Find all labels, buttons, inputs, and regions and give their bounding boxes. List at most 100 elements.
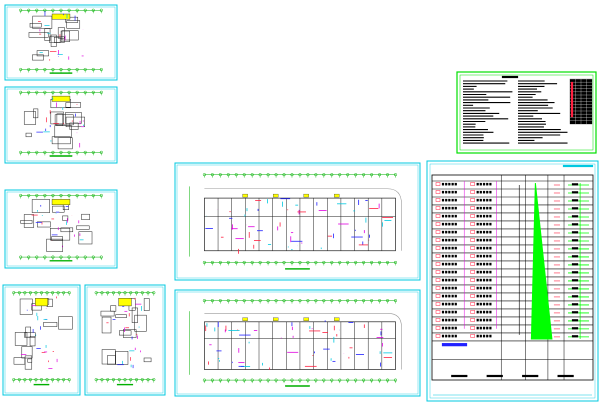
label-block [448, 182, 451, 186]
sheet-riser-diagram [426, 160, 599, 402]
label-block [448, 302, 451, 306]
label-block [486, 230, 489, 234]
label-block [486, 318, 489, 322]
stair-core-highlight [51, 13, 71, 20]
sheet-inner-frame [6, 88, 116, 162]
label-block [441, 270, 445, 274]
room-wall [101, 316, 112, 334]
label-block [482, 222, 486, 226]
room-wall [23, 111, 37, 125]
label-block [482, 334, 486, 338]
label-block [489, 334, 492, 338]
meter-box [470, 278, 475, 282]
label-block [454, 238, 457, 242]
stair-core-highlight [35, 298, 48, 307]
label-block [441, 182, 445, 186]
label-block [482, 182, 486, 186]
label-block [454, 222, 457, 226]
label-block [489, 302, 492, 306]
label-block [476, 182, 479, 186]
room-wall [43, 322, 58, 327]
label-block [441, 310, 445, 314]
meter-box [435, 222, 441, 226]
label-block [479, 302, 482, 306]
sheet-inner-frame [6, 191, 116, 267]
sheet-inner-frame [429, 163, 596, 399]
label-block [489, 206, 492, 210]
drawing-title-bar [116, 383, 134, 386]
label-block [482, 310, 486, 314]
label-block [448, 286, 451, 290]
room-wall [50, 111, 64, 125]
riser-label [571, 223, 579, 226]
label-block [445, 326, 448, 330]
label-block [479, 334, 482, 338]
label-block [448, 334, 451, 338]
label-block [441, 238, 445, 242]
meter-box [435, 214, 441, 218]
label-block [489, 246, 492, 250]
label-block [445, 206, 448, 210]
column-caption [557, 374, 574, 378]
label-block [445, 318, 448, 322]
riser-label [571, 247, 579, 250]
stair-core-highlight [51, 199, 71, 206]
label-block [448, 222, 451, 226]
label-block [441, 222, 445, 226]
column-caption [451, 374, 468, 378]
label-block [451, 190, 454, 194]
label-block [476, 294, 479, 298]
meter-box [470, 198, 475, 202]
room-wall [27, 358, 33, 363]
label-block [445, 246, 448, 250]
label-block [486, 294, 489, 298]
sheet-floor-plan-1 [4, 4, 118, 81]
label-block [479, 246, 482, 250]
room-wall [32, 15, 53, 29]
meter-box [470, 254, 475, 258]
label-block [454, 198, 457, 202]
label-block [476, 310, 479, 314]
label-block [486, 278, 489, 282]
riser-label [571, 239, 579, 242]
riser-label [571, 183, 579, 186]
label-block [476, 222, 479, 226]
room-wall [119, 330, 132, 336]
riser-label [571, 199, 579, 202]
room-wall [123, 329, 137, 338]
label-block [476, 270, 479, 274]
room-wall [44, 28, 51, 41]
label-block [482, 190, 486, 194]
label-block [448, 278, 451, 282]
label-block [451, 222, 454, 226]
label-block [482, 238, 486, 242]
sheet-frame [174, 289, 421, 397]
label-block [454, 318, 457, 322]
legend-blue [441, 343, 468, 347]
room-wall [46, 238, 63, 252]
meter-box [435, 190, 441, 194]
label-block [441, 334, 445, 338]
label-block [454, 278, 457, 282]
riser-wedge [530, 182, 553, 340]
room-wall [51, 136, 71, 145]
label-block [448, 238, 451, 242]
label-block [479, 270, 482, 274]
room-wall [69, 122, 79, 130]
meter-box [470, 222, 475, 226]
label-block [479, 326, 482, 330]
sheet-floor-plan-long-1 [174, 162, 421, 281]
label-block [479, 318, 482, 322]
riser-highlight [242, 317, 248, 321]
meter-box [470, 190, 475, 194]
sheet-design-notes [456, 71, 597, 154]
label-block [445, 302, 448, 306]
label-block [441, 254, 445, 258]
riser-label [571, 295, 579, 298]
meter-box [435, 278, 441, 282]
room-wall [29, 336, 36, 347]
room-wall [57, 137, 73, 150]
drawing-title-bar [49, 260, 73, 262]
label-block [486, 190, 489, 194]
